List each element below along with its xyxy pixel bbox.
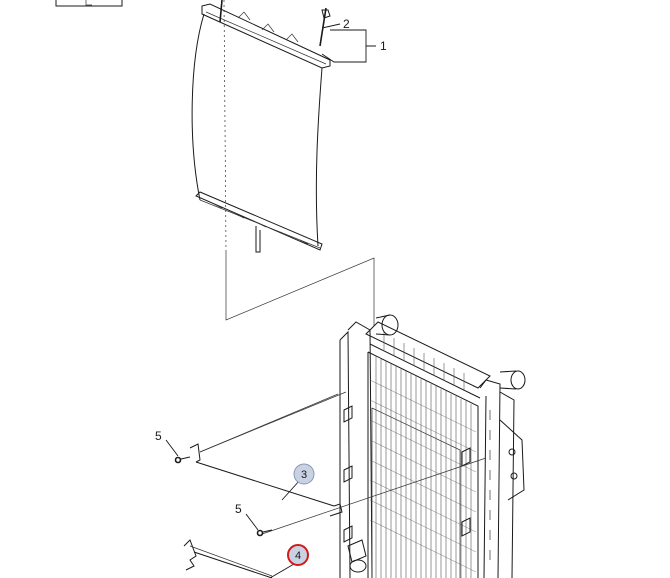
curtain-pins[interactable] <box>219 0 331 47</box>
label-item-5-lower: 5 <box>235 502 242 516</box>
radiator-assembly[interactable] <box>339 314 526 578</box>
rod-guide-lines <box>199 391 487 535</box>
cropped-frame-top-left <box>55 0 123 7</box>
support-rod-lower[interactable] <box>183 539 273 578</box>
support-rod-upper[interactable] <box>189 393 343 517</box>
leader-lines-1-2 <box>321 23 376 63</box>
callout-item-3-bubble <box>293 463 315 485</box>
label-item-1: 1 <box>380 39 387 53</box>
radiator-core-fins <box>369 356 477 578</box>
callout-item-3-number: 3 <box>301 469 307 481</box>
callout-item-4-number: 4 <box>295 550 301 562</box>
leader-lines-3-4-5 <box>165 439 301 578</box>
assembly-guide-lines <box>225 250 375 326</box>
bolt-upper[interactable] <box>174 456 191 464</box>
label-item-2: 2 <box>343 17 350 31</box>
label-item-5-upper: 5 <box>155 429 162 443</box>
callout-item-3[interactable]: 3 <box>293 463 315 485</box>
bolt-lower[interactable] <box>256 529 273 537</box>
callout-item-4-bubble <box>287 544 309 566</box>
callout-item-4[interactable]: 4 <box>287 544 309 566</box>
radiator-curtain[interactable] <box>191 0 331 253</box>
